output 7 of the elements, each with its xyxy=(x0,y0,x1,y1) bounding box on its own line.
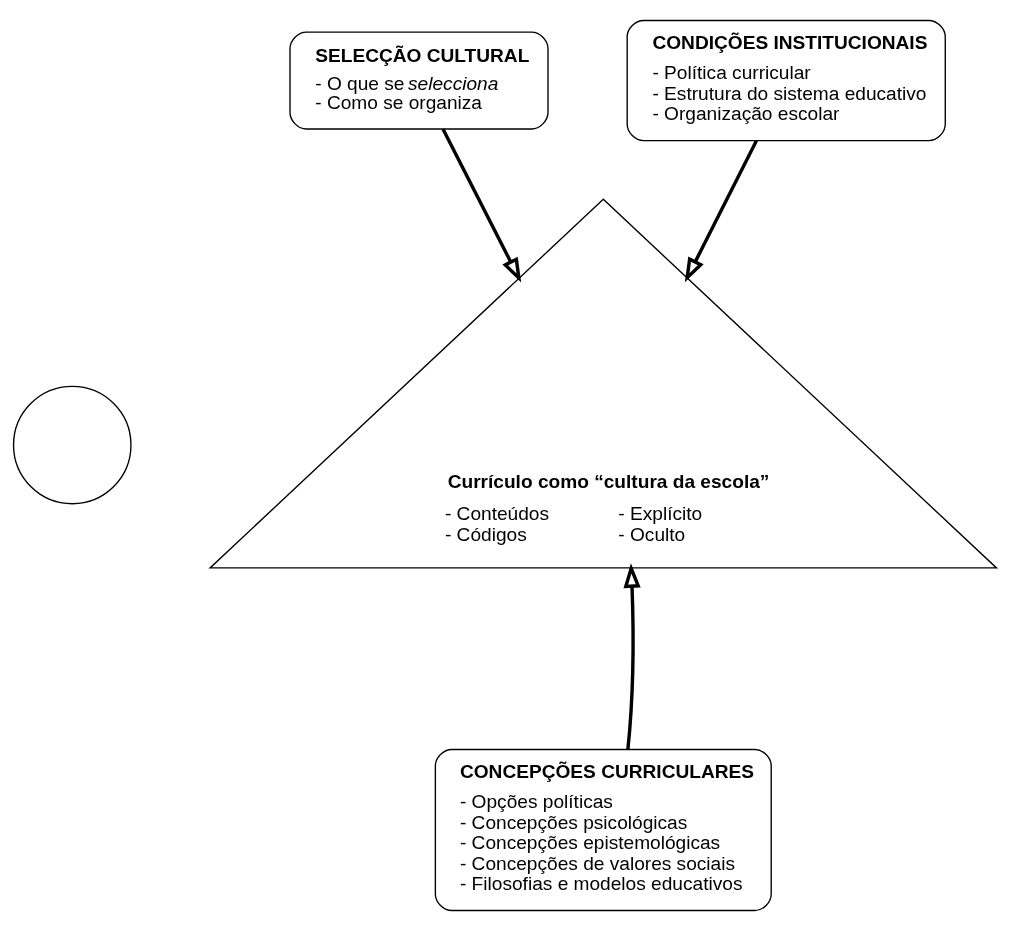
node-box: CONCEPÇÕES CURRICULARES - Opções políticas - Concepções psicológicas - Concepções epistemológicas - Concepções de valores sociais - Filosofias e modelos educativos xyxy=(434,748,772,911)
node-box: SELECÇÃO CULTURAL - O que se selecciona - Como se organiza xyxy=(289,30,549,130)
node-circle xyxy=(12,385,132,504)
arrow xyxy=(441,127,522,282)
arrow xyxy=(623,562,641,749)
node-box: CONDIÇÕES INSTITUCIONAIS - Política curricular - Estrutura do sistema educativo - Organização escolar xyxy=(626,19,946,141)
arrow xyxy=(684,139,758,282)
